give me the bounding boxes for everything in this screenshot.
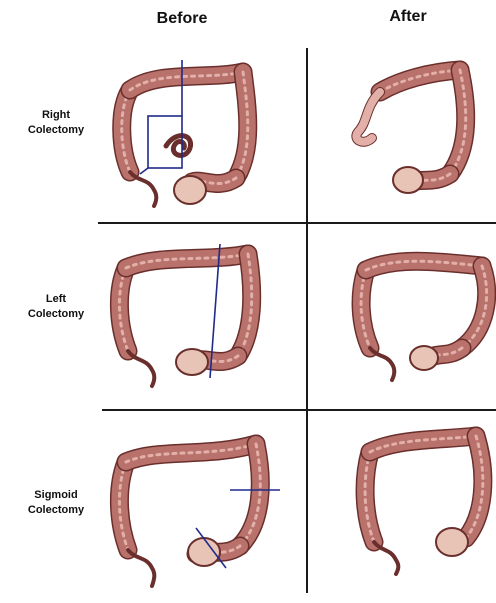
cecum-spiral (166, 136, 191, 156)
sigmoid-colectomy-label: Sigmoid Colectomy (8, 488, 104, 518)
vertical-divider (306, 48, 308, 593)
appendix (128, 351, 154, 386)
right-colectomy-label: Right Colectomy (8, 108, 104, 138)
horizontal-divider-top (98, 222, 496, 224)
appendix (374, 542, 398, 574)
row-label-line2: Colectomy (8, 503, 104, 518)
row-label-line2: Colectomy (8, 123, 104, 138)
appendix (370, 348, 394, 380)
rectum (436, 528, 468, 556)
sigmoid-colectomy-before-illustration (108, 428, 278, 588)
appendix (128, 550, 154, 586)
after-column-header: After (348, 8, 468, 26)
row-label-line1: Sigmoid (8, 488, 104, 503)
left-colectomy-after-illustration (352, 240, 492, 380)
rectum (188, 538, 220, 566)
row-label-line2: Colectomy (8, 307, 104, 322)
left-colectomy-label: Left Colectomy (8, 292, 104, 322)
horizontal-divider-bottom (102, 409, 496, 411)
right-colectomy-after-illustration (350, 52, 490, 202)
row-label-line1: Right (8, 108, 104, 123)
left-colectomy-before-illustration (108, 236, 268, 386)
cut-line-lower (140, 168, 148, 174)
rectum (176, 349, 208, 375)
rectum (410, 346, 438, 370)
before-column-header: Before (122, 10, 242, 28)
rectum (174, 176, 206, 204)
sigmoid-colectomy-after-illustration (356, 426, 490, 574)
rectum (393, 167, 423, 193)
appendix (130, 172, 156, 206)
right-colectomy-before-illustration (108, 50, 268, 210)
row-label-line1: Left (8, 292, 104, 307)
